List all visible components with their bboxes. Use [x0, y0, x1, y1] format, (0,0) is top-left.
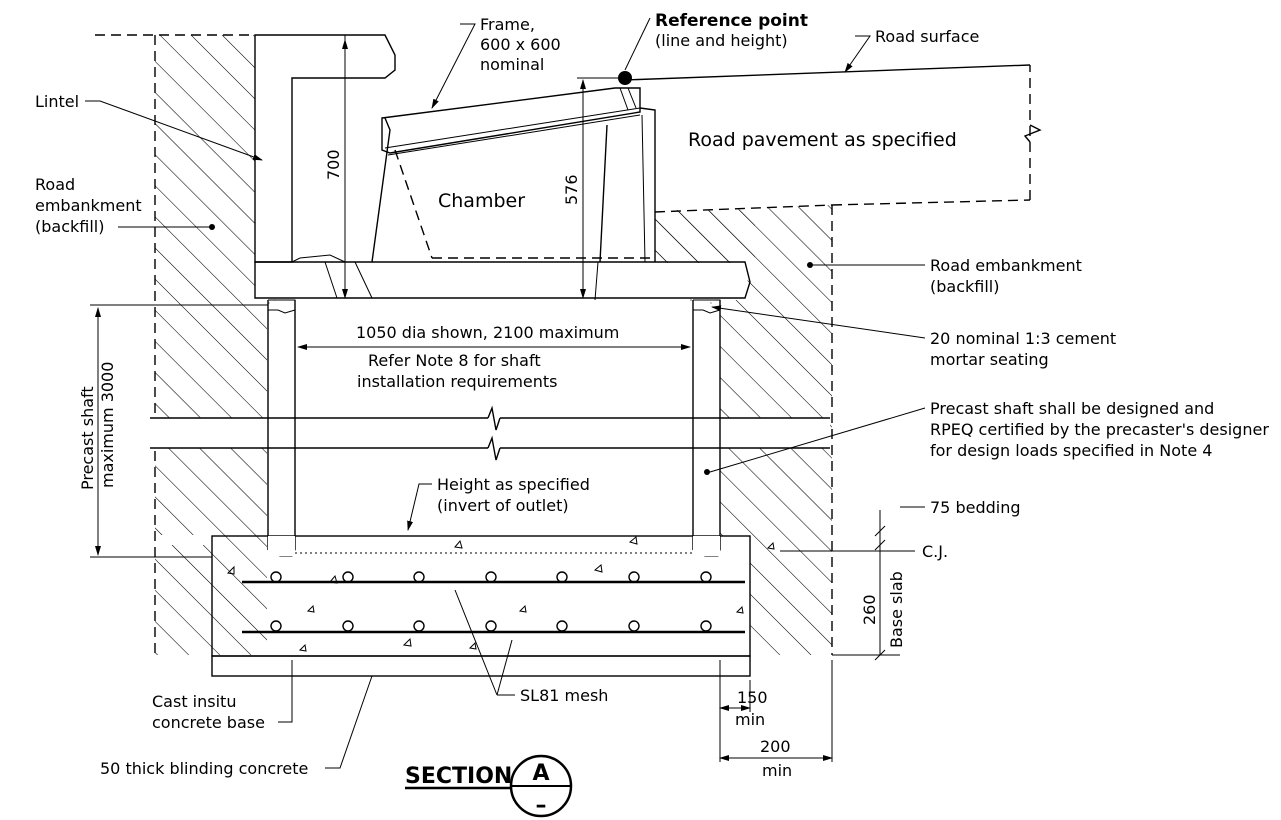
dimension-lines	[90, 39, 915, 762]
height-label-1: Height as specified	[437, 475, 590, 494]
section-title: SECTION A –	[405, 754, 573, 818]
dim-shaft-1: Precast shaft	[78, 386, 97, 490]
reference-point-label: Reference point	[655, 11, 808, 31]
road-embankment-right-label-1: Road embankment	[930, 256, 1082, 275]
dim-200: 200	[760, 737, 791, 756]
lintel-label: Lintel	[35, 92, 79, 111]
road-embankment-left-label-3: (backfill)	[35, 217, 104, 236]
note8-label-1: Refer Note 8 for shaft	[368, 351, 541, 370]
chamber-label: Chamber	[438, 190, 525, 212]
section-label: SECTION	[405, 764, 512, 789]
road-surface-label: Road surface	[875, 27, 979, 46]
cast-insitu-label-1: Cast insitu	[152, 692, 236, 711]
sl81-mesh-label: SL81 mesh	[520, 686, 608, 705]
road-embankment-left-label-2: embankment	[35, 196, 142, 215]
blinding-label: 50 thick blinding concrete	[100, 759, 308, 778]
reference-point-sub-label: (line and height)	[655, 31, 788, 50]
road-embankment-left-label-1: Road	[35, 175, 75, 194]
frame	[381, 87, 641, 156]
precast-label-3: for design loads specified in Note 4	[930, 441, 1212, 460]
road-embankment-right-label-2: (backfill)	[930, 277, 999, 296]
chamber-structure	[254, 107, 751, 301]
left-embankment	[95, 34, 267, 655]
dim-200-min: min	[762, 761, 792, 780]
cast-insitu-label-2: concrete base	[152, 713, 265, 732]
dim-700: 700	[324, 149, 343, 180]
precast-label-1: Precast shaft shall be designed and	[930, 399, 1214, 418]
precast-label-2: RPEQ certified by the precaster's design…	[930, 420, 1269, 439]
section-id: A	[532, 761, 549, 786]
frame-label: Frame,	[480, 15, 535, 34]
dim-260: 260	[860, 594, 879, 625]
note8-label-2: installation requirements	[357, 372, 558, 391]
aggregate-marks	[226, 536, 775, 652]
shaft-dia-label: 1050 dia shown, 2100 maximum	[356, 323, 619, 342]
frame-nominal-label: nominal	[480, 55, 544, 74]
rebar-bars	[270, 571, 712, 632]
lintel	[254, 34, 396, 263]
break-lines	[150, 405, 830, 461]
mortar-label-1: 20 nominal 1:3 cement	[930, 329, 1116, 348]
road-pavement-label: Road pavement as specified	[688, 129, 957, 151]
dim-150: 150	[737, 688, 768, 707]
cj-label: C.J.	[922, 542, 948, 561]
road-surface	[624, 64, 1042, 143]
frame-size-label: 600 x 600	[480, 35, 561, 54]
bedding-label: 75 bedding	[930, 498, 1021, 517]
height-label-2: (invert of outlet)	[437, 496, 569, 515]
dim-base-slab: Base slab	[887, 571, 906, 648]
section-sheet: –	[536, 793, 547, 818]
mortar-label-2: mortar seating	[930, 350, 1049, 369]
leader-lines	[85, 17, 926, 769]
base-slab	[211, 535, 775, 677]
dim-576: 576	[562, 174, 581, 205]
dim-150-min: min	[735, 710, 765, 729]
dim-shaft-2: maximum 3000	[98, 362, 117, 488]
